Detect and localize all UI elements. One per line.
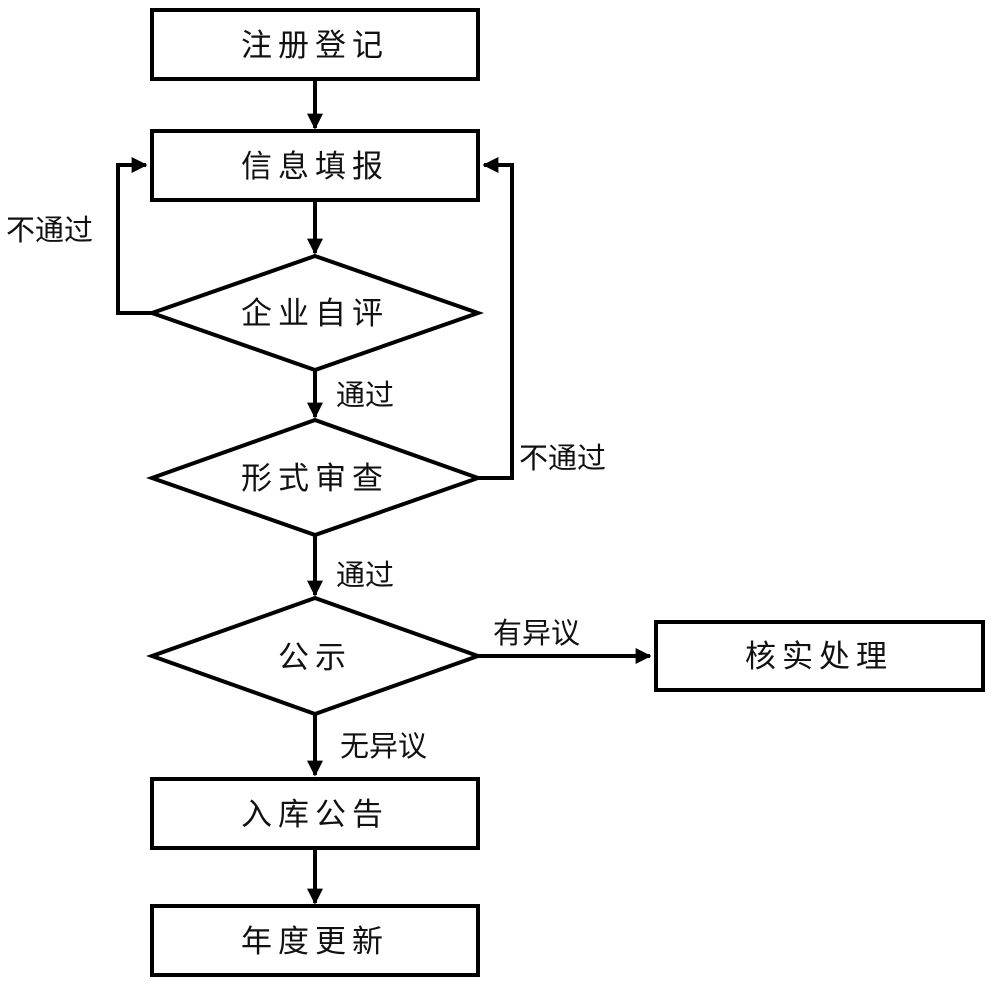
label-objection: 有异议: [493, 616, 580, 650]
node-verify-label: 核实处理: [745, 639, 893, 675]
label-review-pass: 通过: [336, 558, 394, 592]
edge-selfeval-fail-loop: [116, 157, 152, 315]
node-publicity: [146, 595, 484, 717]
node-self-eval-label: 企业自评: [241, 296, 389, 332]
label-self-eval-pass: 通过: [336, 378, 394, 412]
node-register-label: 注册登记: [241, 28, 389, 64]
node-info-fill-label: 信息填报: [241, 149, 389, 185]
label-review-fail: 不通过: [519, 441, 606, 475]
label-no-objection: 无异议: [340, 729, 427, 763]
node-verify: [654, 620, 985, 692]
node-annual-update: [150, 904, 480, 977]
edge-review-fail-loop: [478, 157, 514, 480]
node-self-eval: [145, 253, 485, 373]
node-formal-review-label: 形式审查: [241, 461, 389, 497]
node-publicity-label: 公示: [278, 640, 352, 676]
node-admit-label: 入库公告: [241, 797, 389, 833]
node-formal-review: [145, 417, 485, 538]
node-admit: [150, 777, 480, 850]
node-register: [150, 8, 480, 81]
label-self-eval-fail: 不通过: [6, 213, 93, 247]
node-info-fill: [150, 129, 480, 202]
node-annual-update-label: 年度更新: [241, 924, 389, 960]
